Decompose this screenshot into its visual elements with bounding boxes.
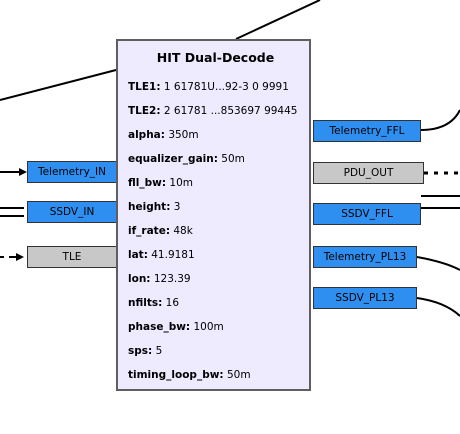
port-tle[interactable]: TLE: [27, 246, 117, 268]
param-key: timing_loop_bw:: [128, 369, 224, 381]
param-value: 41.9181: [151, 249, 195, 261]
param-row: nfilts: 16: [128, 291, 309, 315]
param-row: height: 3: [128, 195, 309, 219]
wire-ssdv-pl13: [416, 297, 460, 317]
param-key: sps:: [128, 345, 153, 357]
param-key: lat:: [128, 249, 148, 261]
param-value: 3: [173, 201, 181, 213]
hit-dual-decode-block[interactable]: HIT Dual-Decode TLE1: 1 61781U...92-3 0 …: [116, 39, 311, 391]
param-row: lon: 123.39: [128, 267, 309, 291]
param-value: 100m: [193, 321, 224, 333]
param-value: 16: [165, 297, 180, 309]
param-row: equalizer_gain: 50m: [128, 147, 309, 171]
port-telemetry-in[interactable]: Telemetry_IN: [27, 161, 117, 183]
port-telemetry-ffl[interactable]: Telemetry_FFL: [313, 120, 421, 142]
port-telemetry-pl13[interactable]: Telemetry_PL13: [313, 246, 417, 268]
param-key: lon:: [128, 273, 151, 285]
param-value: 123.39: [153, 273, 191, 285]
param-value: 1 61781U...92-3 0 9991: [163, 81, 289, 93]
param-value: 2 61781 ...853697 99445: [163, 105, 298, 117]
param-row: fll_bw: 10m: [128, 171, 309, 195]
param-row: if_rate: 48k: [128, 219, 309, 243]
param-row: sps: 5: [128, 339, 309, 363]
param-value: 48k: [173, 225, 193, 237]
arrow-tle: [16, 253, 24, 261]
param-key: fll_bw:: [128, 177, 167, 189]
param-value: 50m: [226, 369, 251, 381]
param-row: timing_loop_bw: 50m: [128, 363, 309, 387]
block-title: HIT Dual-Decode: [156, 50, 275, 65]
param-key: nfilts:: [128, 297, 163, 309]
param-key: height:: [128, 201, 171, 213]
param-row: lat: 41.9181: [128, 243, 309, 267]
param-key: TLE1:: [128, 81, 161, 93]
param-row: phase_bw: 100m: [128, 315, 309, 339]
param-key: if_rate:: [128, 225, 171, 237]
param-key: TLE2:: [128, 105, 161, 117]
param-value: 50m: [221, 153, 245, 165]
wire-diagonal-top: [235, 0, 321, 40]
wire-diagonal-left: [0, 69, 117, 101]
port-pdu-out[interactable]: PDU_OUT: [313, 162, 424, 184]
port-ssdv-ffl[interactable]: SSDV_FFL: [313, 203, 421, 225]
param-key: equalizer_gain:: [128, 153, 218, 165]
param-value: 350m: [168, 129, 199, 141]
wire-telemetry-ffl: [420, 109, 460, 131]
wire-telemetry-pl13: [416, 256, 460, 271]
param-value: 5: [155, 345, 163, 357]
param-row: TLE2: 2 61781 ...853697 99445: [128, 99, 309, 123]
port-ssdv-in[interactable]: SSDV_IN: [27, 201, 117, 223]
param-row: alpha: 350m: [128, 123, 309, 147]
port-ssdv-pl13[interactable]: SSDV_PL13: [313, 287, 417, 309]
arrow-telemetry-in: [19, 168, 27, 176]
param-key: phase_bw:: [128, 321, 191, 333]
param-key: alpha:: [128, 129, 165, 141]
param-value: 10m: [169, 177, 193, 189]
param-row: TLE1: 1 61781U...92-3 0 9991: [128, 75, 309, 99]
